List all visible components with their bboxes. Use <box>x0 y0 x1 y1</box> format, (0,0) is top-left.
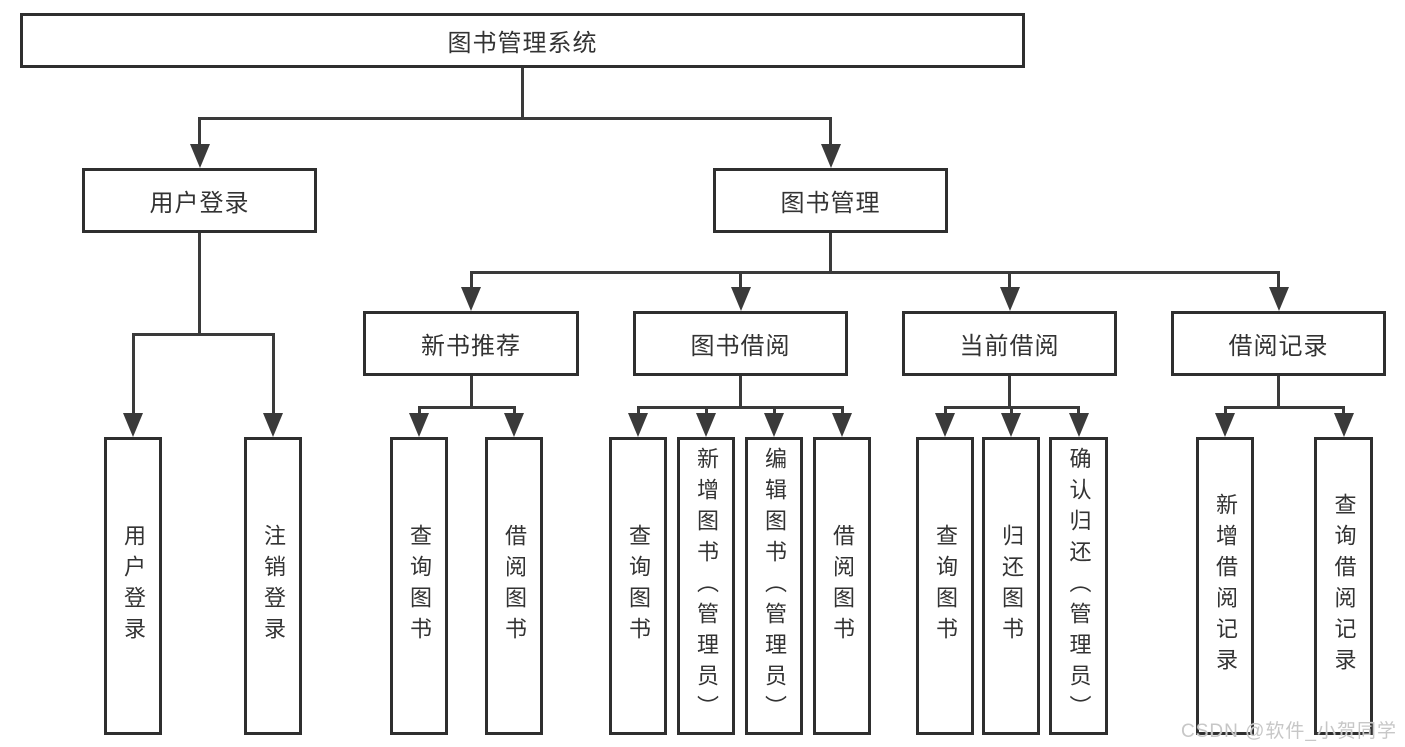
node-label: 当前借阅 <box>959 333 1060 360</box>
node-new-book-rec: 新书推荐 <box>363 311 579 376</box>
node-root: 图书管理系统 <box>20 13 1025 68</box>
arrowhead-down-icon <box>461 287 481 311</box>
node-label: 查询图书 <box>626 524 651 648</box>
node-label: 新增图书（管理员） <box>694 446 719 726</box>
arrowhead-down-icon <box>764 413 784 437</box>
node-label: 用户登录 <box>149 190 250 217</box>
connector-line-vertical <box>829 233 832 274</box>
node-leaf-query-books-2: 查询图书 <box>609 437 667 735</box>
arrowhead-down-icon <box>1333 413 1354 437</box>
connector-line-vertical <box>521 68 524 120</box>
node-label: 确认归还（管理员） <box>1066 446 1092 726</box>
arrowhead-down-icon <box>123 413 143 437</box>
connector-line-horizontal <box>469 270 1280 274</box>
arrowhead-down-icon <box>189 144 210 168</box>
node-label: 查询图书 <box>407 524 432 648</box>
node-book-mgmt: 图书管理 <box>713 168 948 233</box>
node-label: 用户登录 <box>121 524 146 648</box>
node-leaf-borrow-books-2: 借阅图书 <box>813 437 871 735</box>
connector-line-vertical <box>271 334 275 431</box>
arrowhead-down-icon <box>999 287 1020 311</box>
connector-line-vertical <box>1008 376 1011 409</box>
connector-line-vertical <box>131 334 135 431</box>
node-label: 图书管理 <box>780 190 881 217</box>
node-label: 归还图书 <box>999 524 1024 648</box>
node-leaf-edit-book: 编辑图书（管理员） <box>745 437 803 735</box>
node-leaf-add-book: 新增图书（管理员） <box>677 437 735 735</box>
connector-line-horizontal <box>131 332 275 336</box>
arrowhead-down-icon <box>820 144 841 168</box>
node-label: 图书借阅 <box>690 333 791 360</box>
node-book-borrow: 图书借阅 <box>633 311 848 376</box>
node-label: 编辑图书（管理员） <box>762 446 787 726</box>
node-leaf-confirm-return: 确认归还（管理员） <box>1049 437 1108 735</box>
node-label: 注销登录 <box>261 524 286 648</box>
arrowhead-down-icon <box>935 413 955 437</box>
node-leaf-user-login: 用户登录 <box>104 437 162 735</box>
node-leaf-query-books-1: 查询图书 <box>390 437 448 735</box>
node-label: 新书推荐 <box>421 333 521 360</box>
connector-line-horizontal <box>636 405 844 409</box>
connector-line-horizontal <box>417 405 516 409</box>
arrowhead-down-icon <box>628 413 648 437</box>
arrowhead-down-icon <box>696 413 716 437</box>
node-label: 借阅记录 <box>1228 333 1329 360</box>
arrowhead-down-icon <box>1068 413 1089 437</box>
arrowhead-down-icon <box>409 413 429 437</box>
connector-line-horizontal <box>1223 405 1345 409</box>
node-label: 借阅图书 <box>830 524 855 648</box>
node-label: 查询图书 <box>933 524 958 648</box>
node-leaf-query-borrow-record: 查询借阅记录 <box>1314 437 1373 735</box>
connector-line-vertical <box>1277 376 1280 409</box>
connector-line-vertical <box>198 233 201 336</box>
node-label: 图书管理系统 <box>447 30 598 57</box>
node-user-login: 用户登录 <box>82 168 317 233</box>
node-label: 借阅图书 <box>502 524 527 648</box>
connector-line-vertical <box>198 118 201 162</box>
arrowhead-down-icon <box>1001 413 1021 437</box>
connector-line-vertical <box>829 118 832 162</box>
node-leaf-return-book: 归还图书 <box>982 437 1040 735</box>
node-label: 新增借阅记录 <box>1213 493 1238 679</box>
connector-line-vertical <box>739 376 742 409</box>
node-leaf-query-books-3: 查询图书 <box>916 437 974 735</box>
arrowhead-down-icon <box>1215 413 1235 437</box>
arrowhead-down-icon <box>1268 287 1289 311</box>
connector-line-vertical <box>469 376 473 409</box>
watermark: CSDN @软件_小贺同学 <box>1181 721 1397 742</box>
arrowhead-down-icon <box>832 413 852 437</box>
arrowhead-down-icon <box>263 413 283 437</box>
node-current-borrow: 当前借阅 <box>902 311 1117 376</box>
arrowhead-down-icon <box>730 287 751 311</box>
arrowhead-down-icon <box>504 413 524 437</box>
connector-line-horizontal <box>198 116 832 120</box>
node-leaf-borrow-books-1: 借阅图书 <box>485 437 543 735</box>
node-borrow-records: 借阅记录 <box>1171 311 1386 376</box>
node-leaf-logout: 注销登录 <box>244 437 302 735</box>
node-leaf-add-borrow-record: 新增借阅记录 <box>1196 437 1254 735</box>
node-label: 查询借阅记录 <box>1331 493 1357 679</box>
